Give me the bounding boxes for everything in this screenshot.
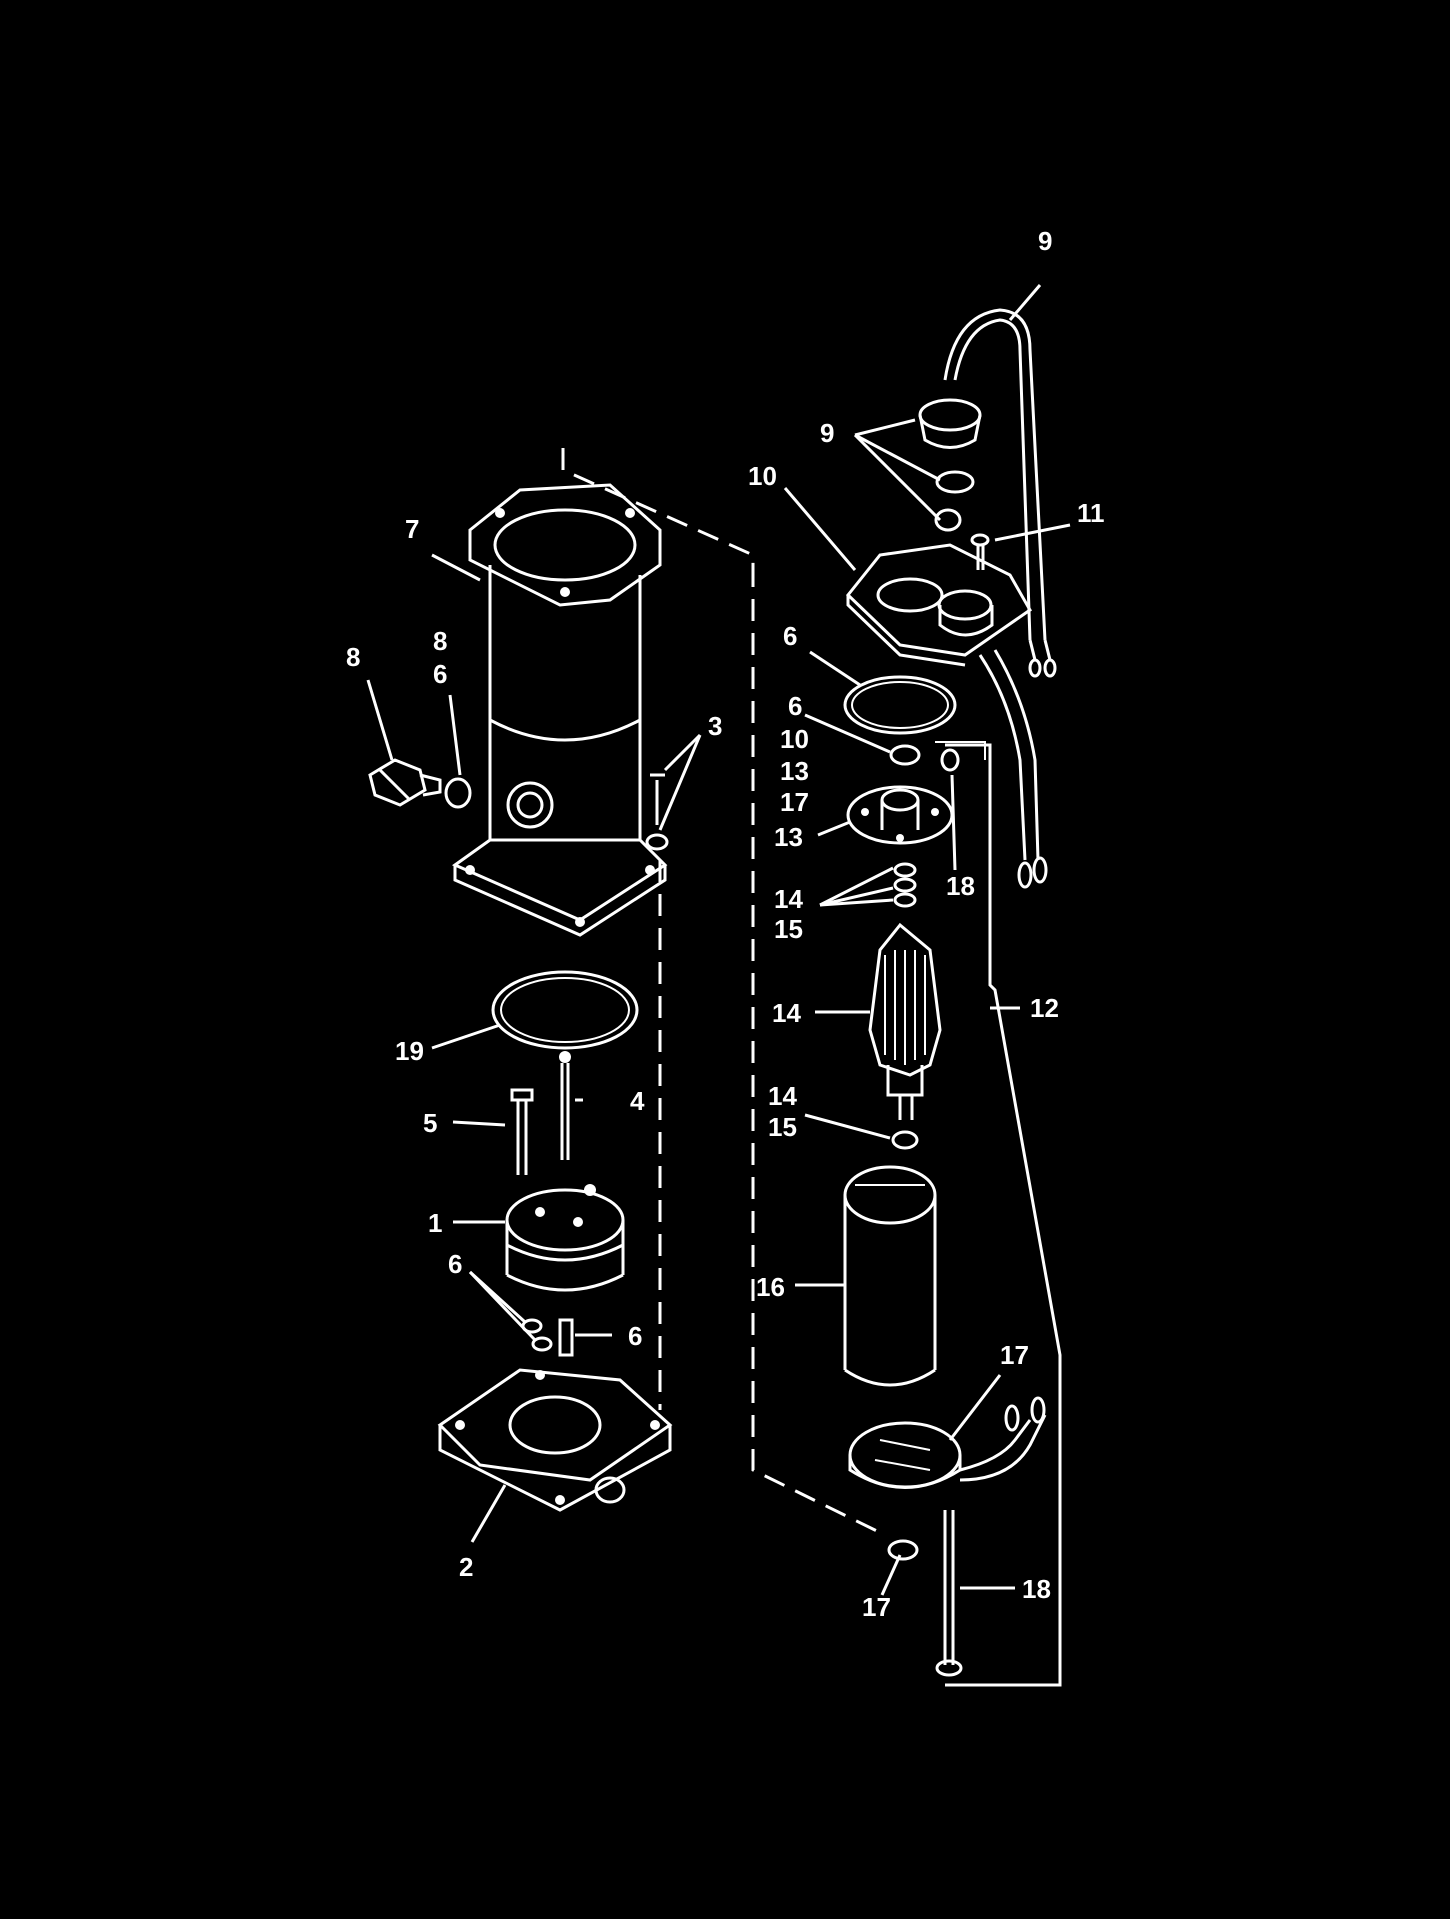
label-12: 12 [1030, 993, 1059, 1023]
label-14-armature: 14 [772, 998, 801, 1028]
label-14-washers: 14 [774, 884, 803, 914]
label-10-kit: 10 [780, 724, 809, 754]
label-6-plug: 6 [433, 659, 447, 689]
label-18-spring: 18 [946, 871, 975, 901]
thrust-washer-b [893, 877, 917, 893]
plug-o-ring [444, 777, 472, 809]
leader-lines [366, 284, 1071, 1596]
alignment-dash-upper-left [561, 448, 755, 565]
label-13-plate: 13 [774, 822, 803, 852]
housing-o-ring-inner [500, 977, 630, 1043]
housing-o-ring [491, 970, 639, 1050]
label-6-seal: 6 [788, 691, 802, 721]
fill-plug [368, 758, 442, 807]
label-17-plate: 17 [1000, 1340, 1029, 1370]
label-19: 19 [395, 1036, 424, 1066]
pump-body [505, 1184, 625, 1292]
label-9-grommet: 9 [820, 418, 834, 448]
label-13-kit: 13 [780, 756, 809, 786]
brush-plate-washer [887, 1539, 919, 1561]
thrust-washer-c [893, 892, 917, 908]
label-15-washers: 15 [774, 914, 803, 944]
label-4: 4 [630, 1086, 645, 1116]
motor-lead-wire [978, 649, 1048, 889]
label-8-upper: 8 [433, 626, 447, 656]
label-10-cap: 10 [748, 461, 777, 491]
label-18-bolt: 18 [1022, 1574, 1051, 1604]
wire-harness [943, 308, 1057, 678]
label-9-top: 9 [1038, 226, 1052, 256]
motor-frame [843, 1165, 937, 1387]
label-1: 1 [428, 1208, 442, 1238]
brush-spring [940, 748, 960, 772]
label-6-valve: 6 [628, 1321, 642, 1351]
label-15-lower: 15 [768, 1112, 797, 1142]
end-cap-o-ring-inner [851, 681, 949, 729]
end-cap-o-ring [843, 675, 957, 735]
label-11: 11 [1077, 498, 1105, 528]
label-6-cap-ring: 6 [783, 621, 797, 651]
motor-assembly-bracket [945, 743, 1062, 1687]
label-3: 3 [708, 711, 722, 741]
reservoir-housing [451, 483, 668, 937]
alignment-dash-right [751, 565, 886, 1537]
brush-plate [848, 1421, 962, 1489]
label-17-kit: 17 [780, 787, 809, 817]
label-17-washer: 17 [862, 1592, 891, 1622]
housing-screw [645, 773, 669, 851]
label-14-lower: 14 [768, 1081, 797, 1111]
bracket-18 [935, 741, 986, 760]
armature-washer [891, 1130, 919, 1150]
shaft-seal [889, 744, 921, 766]
thrust-washer-a [893, 862, 917, 878]
label-6-pump: 6 [448, 1249, 462, 1279]
label-7: 7 [405, 514, 419, 544]
base-plate [437, 1368, 673, 1512]
label-8: 8 [346, 642, 360, 672]
through-bolt [935, 1510, 963, 1677]
label-16: 16 [756, 1272, 785, 1302]
brush-leads [959, 1396, 1047, 1482]
wire-grommet [918, 398, 982, 532]
label-2: 2 [459, 1552, 473, 1582]
pump-seal-b [531, 1336, 553, 1352]
label-5: 5 [423, 1108, 437, 1138]
pump-bolt [510, 1088, 534, 1175]
pump-check-valve [558, 1318, 574, 1357]
armature [868, 922, 942, 1120]
pump-rod [559, 1051, 571, 1160]
motor-end-cap [845, 543, 1032, 667]
